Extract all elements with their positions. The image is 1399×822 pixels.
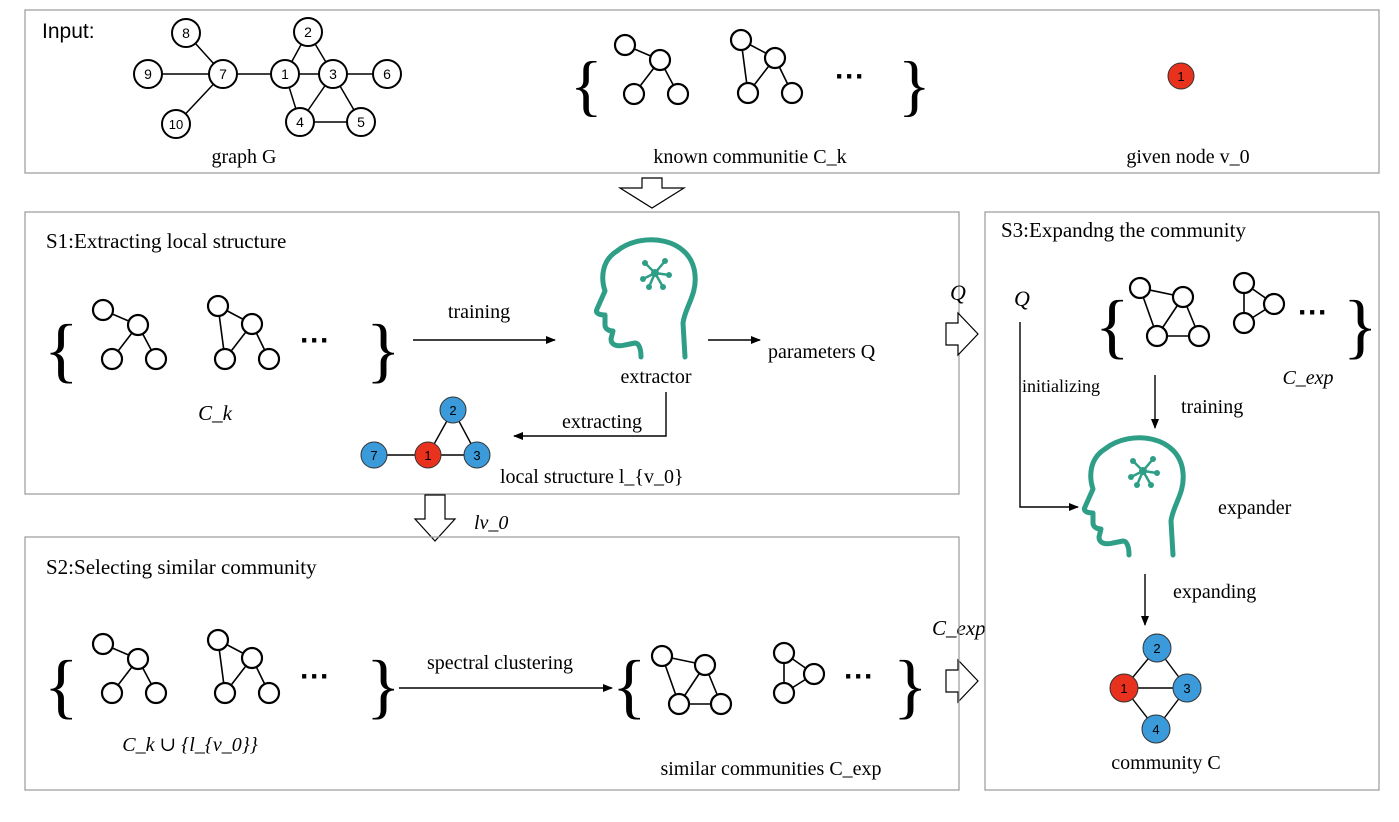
community-node-4 (1141, 714, 1171, 744)
graph-caption: graph G (212, 146, 277, 168)
left-brace: { (1095, 286, 1130, 366)
s2-panel (24, 536, 960, 791)
given-node-v0 (1167, 62, 1195, 90)
expander-label: expander (1218, 497, 1292, 519)
community-node-label: 1 (1120, 681, 1127, 696)
graph-node-label: 6 (383, 66, 391, 82)
community-node-label: 3 (1183, 681, 1190, 696)
right-brace: } (898, 47, 931, 123)
similar-communities-set: { ··· } (612, 641, 928, 726)
result-community-graph: 2 1 3 4 (1109, 633, 1202, 744)
s3-q-label: Q (1014, 286, 1030, 311)
right-arrow-q (945, 311, 979, 357)
extractor-label: extractor (620, 366, 691, 388)
input-label: Input: (42, 20, 95, 43)
graph-node-5 (346, 107, 376, 137)
extracting-arrow (513, 392, 667, 440)
graph-node-label: 3 (329, 66, 337, 82)
left-brace: { (44, 646, 79, 726)
training-label: training (448, 301, 510, 323)
extracting-label: extracting (562, 411, 642, 433)
community-node-1 (1109, 673, 1139, 703)
input-panel (24, 9, 1380, 174)
ellipsis: ··· (300, 660, 330, 693)
graph-node-6 (372, 59, 402, 89)
local-node-2 (439, 396, 467, 424)
s1-ck-label: C_k (198, 401, 233, 425)
known-communities-caption: known communitie C_k (653, 146, 846, 168)
graph-node-label: 10 (169, 117, 183, 132)
given-node-label: 1 (1177, 69, 1184, 84)
community-node-label: 2 (1153, 641, 1160, 656)
initializing-label: initializing (1022, 376, 1100, 396)
graph-node-9 (133, 59, 163, 89)
s1-ck-set: { ··· } (44, 294, 401, 390)
s3-training-label: training (1181, 396, 1243, 418)
expanding-label: expanding (1173, 581, 1256, 603)
ellipsis: ··· (300, 324, 330, 357)
s1-title: S1:Extracting local structure (46, 229, 286, 253)
extractor-icon (596, 240, 695, 357)
graph-node-label: 7 (219, 66, 227, 82)
ellipsis: ··· (1298, 296, 1328, 329)
right-brace: } (893, 646, 928, 726)
s2-union-set: { ··· } (44, 628, 401, 726)
local-node-label: 2 (449, 403, 456, 418)
input-graph: 8 9 7 10 2 1 3 6 4 5 (133, 17, 402, 139)
s2-title: S2:Selecting similar community (46, 555, 317, 579)
ellipsis: ··· (844, 660, 874, 693)
right-brace: } (366, 646, 401, 726)
graph-node-label: 2 (304, 24, 312, 40)
graph-node-7 (208, 59, 238, 89)
s3-title: S3:Expandng the community (1001, 218, 1246, 242)
graph-node-label: 9 (144, 66, 152, 82)
s3-cexp-set: { ··· } (1095, 271, 1378, 366)
ellipsis: ··· (835, 60, 865, 93)
right-arrow-cexp (945, 658, 979, 704)
community-label: community C (1111, 752, 1220, 774)
local-node-7 (360, 441, 388, 469)
local-structure-graph: 2 7 1 3 (360, 396, 491, 469)
graph-node-10 (161, 109, 191, 139)
union-label: C_k ∪ {l_{v_0}} (122, 734, 257, 756)
graph-node-8 (171, 18, 201, 48)
spectral-label: spectral clustering (427, 652, 573, 674)
local-node-3 (463, 441, 491, 469)
right-brace: } (1343, 286, 1378, 366)
q-arrow-label: Q (950, 280, 966, 305)
lv0-arrow-label: lv_0 (474, 512, 508, 534)
graph-node-2 (293, 17, 323, 47)
s3-panel (984, 211, 1380, 791)
community-node-3 (1172, 673, 1202, 703)
s3-cexp-label: C_exp (1282, 367, 1333, 389)
down-arrow-input (617, 177, 687, 209)
graph-node-label: 4 (296, 114, 304, 130)
graph-node-4 (285, 107, 315, 137)
graph-node-label: 5 (357, 114, 365, 130)
graph-node-3 (318, 59, 348, 89)
given-node-caption: given node v_0 (1126, 146, 1249, 168)
local-node-label: 1 (424, 448, 431, 463)
community-node-2 (1142, 633, 1172, 663)
graph-node-label: 1 (281, 66, 289, 82)
initializing-arrow (1019, 322, 1079, 511)
right-brace: } (366, 310, 401, 390)
left-brace: { (570, 47, 603, 123)
graph-node-1 (270, 59, 300, 89)
known-communities-set: { ··· } (570, 28, 931, 123)
local-node-label: 7 (370, 448, 377, 463)
parameters-label: parameters Q (768, 341, 876, 363)
expander-icon (1084, 438, 1183, 555)
graph-node-label: 8 (182, 25, 190, 41)
local-structure-label: local structure l_{v_0} (500, 466, 684, 488)
community-node-label: 4 (1152, 722, 1159, 737)
similar-communities-label: similar communities C_exp (660, 758, 881, 780)
left-brace: { (44, 310, 79, 390)
down-arrow-s1-s2 (413, 494, 457, 542)
local-node-1 (414, 441, 442, 469)
local-node-label: 3 (473, 448, 480, 463)
left-brace: { (612, 646, 647, 726)
